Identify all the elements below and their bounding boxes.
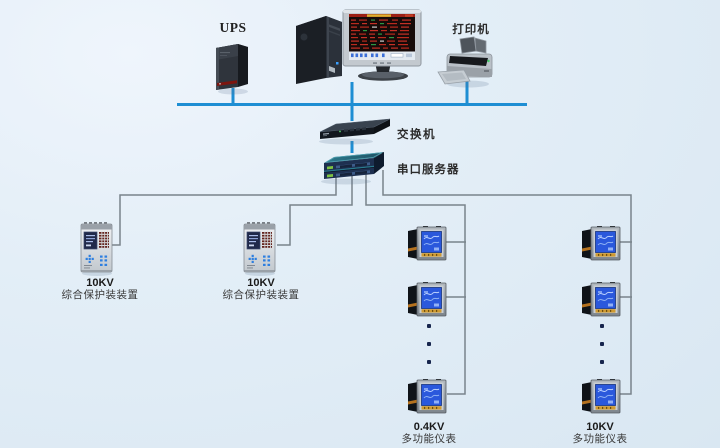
- meter-col2-name: 多功能仪表: [572, 433, 628, 445]
- meter-col2-voltage: 10KV: [586, 421, 614, 433]
- ups-device: [216, 44, 248, 90]
- ellipsis-dot: [600, 360, 604, 364]
- meter-col2-caption: 10KV 多功能仪表: [545, 422, 655, 445]
- ellipsis-dot: [427, 360, 431, 364]
- ellipsis-dot: [427, 342, 431, 346]
- ellipsis-dot: [600, 342, 604, 346]
- serial-port-server: [324, 152, 384, 179]
- switch-label: 交换机: [397, 129, 436, 141]
- meter-col2-3: [581, 379, 623, 417]
- printer-device: [437, 36, 493, 85]
- meter-col2-2: [581, 282, 623, 320]
- ellipsis-dot: [600, 324, 604, 328]
- branch-meters1-line: [365, 170, 466, 395]
- protection-relay-1: [80, 221, 114, 275]
- meter-col1-1: [407, 226, 449, 264]
- relay1-voltage: 10KV: [86, 277, 114, 289]
- relay2-caption: 10KV 综合保护装装置: [206, 278, 316, 301]
- meter-col1-3: [407, 379, 449, 417]
- printer-label: 打印机: [452, 24, 490, 36]
- meter-col1-voltage: 0.4KV: [413, 421, 445, 433]
- relay2-name: 综合保护装装置: [222, 289, 300, 301]
- meter-col1-2: [407, 282, 449, 320]
- relay1-caption: 10KV 综合保护装装置: [45, 278, 155, 301]
- network-switch: [319, 118, 391, 139]
- meter-col1-name: 多功能仪表: [401, 433, 457, 445]
- computer-tower: [296, 16, 342, 84]
- relay1-name: 综合保护装装置: [61, 289, 139, 301]
- protection-relay-2: [243, 221, 277, 275]
- branch-relay2-line: [277, 170, 353, 246]
- meter-col1-caption: 0.4KV 多功能仪表: [374, 422, 484, 445]
- ups-label: UPS: [219, 20, 247, 35]
- serial-server-label: 串口服务器: [397, 164, 460, 176]
- branch-meters2-line: [382, 170, 632, 395]
- branch-relay1-line: [111, 170, 337, 246]
- meter-col2-1: [581, 226, 623, 264]
- relay2-voltage: 10KV: [247, 277, 275, 289]
- monitor: [342, 9, 422, 81]
- ellipsis-dot: [427, 324, 431, 328]
